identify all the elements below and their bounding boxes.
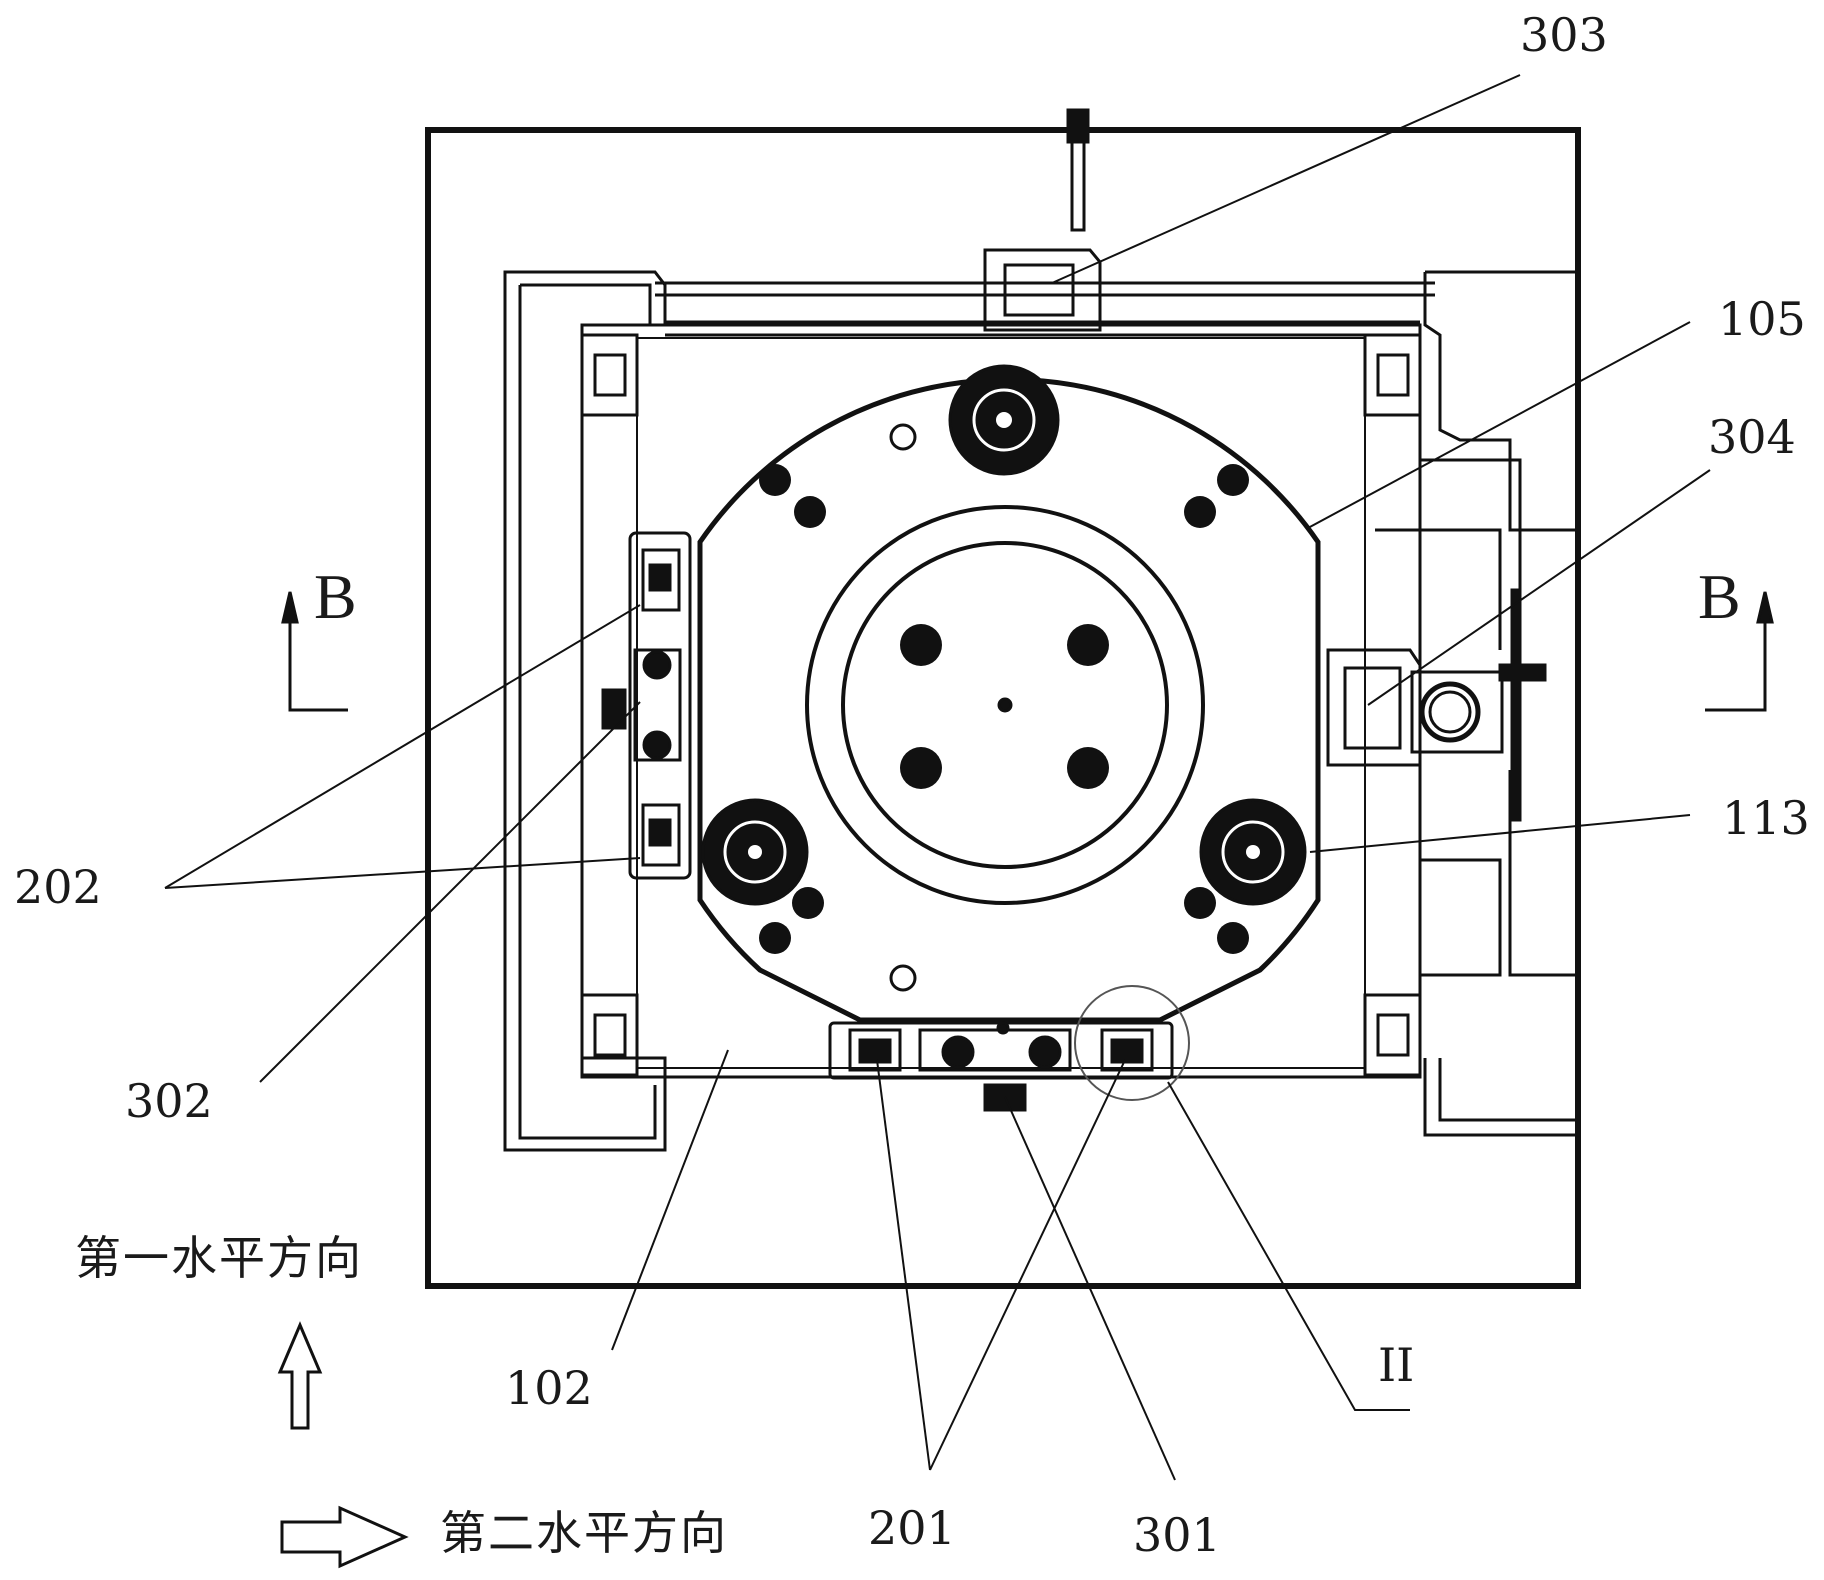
section-label-right: B <box>1698 561 1741 632</box>
inner-ring <box>841 541 1169 869</box>
center-point <box>997 697 1013 713</box>
top-rail <box>655 281 1435 337</box>
leader-201a <box>876 1059 931 1471</box>
pulley-right <box>1199 798 1307 906</box>
second-horizontal-direction: 第二水平方向 <box>440 1506 728 1560</box>
section-mark-left <box>281 591 348 712</box>
leader-202b <box>164 857 641 889</box>
corner-clamp-bl <box>580 993 639 1077</box>
leader-202a <box>164 604 641 889</box>
left-positioning-block <box>601 531 692 880</box>
leader-303 <box>1051 74 1521 284</box>
label-102: 102 <box>505 1361 593 1415</box>
pulley-left <box>701 798 809 906</box>
leader-201b <box>929 1059 1126 1471</box>
leader-113 <box>1309 814 1691 853</box>
leader-301 <box>1004 1096 1176 1481</box>
label-ii: II <box>1378 1338 1415 1392</box>
leader-102 <box>611 1049 729 1351</box>
label-201: 201 <box>868 1501 956 1555</box>
right-housing <box>1375 458 1578 977</box>
leader-304 <box>1367 469 1711 706</box>
arrow-right <box>280 1505 409 1569</box>
label-301: 301 <box>1133 1508 1221 1562</box>
first-horizontal-direction: 第一水平方向 <box>75 1231 363 1285</box>
outer-ring <box>805 505 1205 905</box>
table-plate-inner <box>636 337 1366 1069</box>
inner-rail-frame <box>503 270 667 1152</box>
label-303: 303 <box>1520 8 1608 62</box>
small-hole-top <box>889 423 917 451</box>
label-202: 202 <box>14 860 102 914</box>
section-label-left: B <box>314 561 357 632</box>
inner-rail-inner <box>518 283 657 1140</box>
leader-lines <box>164 74 1711 1481</box>
right-drive-block <box>1326 588 1547 822</box>
right-rail <box>1423 270 1578 532</box>
leader-302 <box>259 701 641 1083</box>
label-113: 113 <box>1722 791 1810 845</box>
outer-frame <box>425 127 1581 1289</box>
section-mark-right <box>1705 591 1774 712</box>
leader-ii <box>1167 1081 1410 1411</box>
top-drive-block <box>983 108 1102 332</box>
corner-clamp-br <box>1363 993 1422 1077</box>
arrow-up <box>277 1321 323 1430</box>
rotary-disc <box>697 376 1321 1023</box>
leader-105 <box>1307 321 1691 529</box>
small-hole-bottom <box>889 964 917 992</box>
label-105: 105 <box>1718 292 1806 346</box>
right-rail-lower <box>1423 1058 1578 1137</box>
corner-clamp-tr <box>1363 333 1422 417</box>
bolt-holes <box>759 464 1249 954</box>
label-304: 304 <box>1708 410 1796 464</box>
corner-clamp-tl <box>580 333 639 417</box>
detail-circle-ii <box>1074 985 1190 1101</box>
label-302: 302 <box>125 1074 213 1128</box>
